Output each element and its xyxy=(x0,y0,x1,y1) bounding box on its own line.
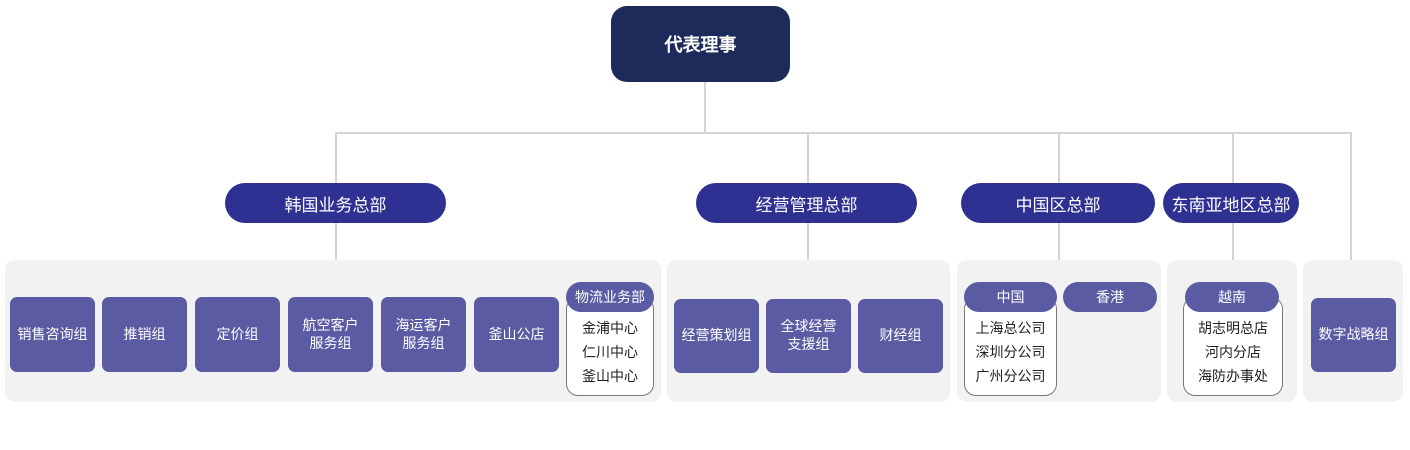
list-item: 广州分公司 xyxy=(975,369,1046,385)
unit-business-planning: 经营策划组 xyxy=(674,299,759,373)
subdivision-china-label: 中国 xyxy=(996,290,1025,306)
unit-sea-customer-service: 海运客户 服务组 xyxy=(381,297,466,372)
unit-busan-store: 釜山公店 xyxy=(474,297,559,372)
division-sea-label: 东南亚地区总部 xyxy=(1171,195,1291,216)
list-item: 金浦中心 xyxy=(582,321,638,337)
connector-horizontal-bus xyxy=(335,132,1352,134)
unit-promotion: 推销组 xyxy=(102,297,187,372)
unit-label: 销售咨询组 xyxy=(17,326,88,343)
subdivision-logistics-label: 物流业务部 xyxy=(575,290,645,306)
list-item: 胡志明总店 xyxy=(1198,321,1268,337)
subdivision-vietnam-label: 越南 xyxy=(1218,290,1246,306)
subdivision-logistics: 物流业务部 xyxy=(566,282,654,312)
subdivision-hongkong: 香港 xyxy=(1063,282,1157,312)
unit-label: 推销组 xyxy=(123,326,166,343)
division-management: 经营管理总部 xyxy=(696,183,917,223)
unit-pricing: 定价组 xyxy=(195,297,280,372)
unit-label: 全球经营 支援组 xyxy=(780,319,837,353)
division-management-label: 经营管理总部 xyxy=(755,195,858,216)
unit-global-support: 全球经营 支援组 xyxy=(766,299,851,373)
unit-label: 数字战略组 xyxy=(1318,327,1389,343)
unit-digital-strategy: 数字战略组 xyxy=(1311,298,1396,372)
root-label: 代表理事 xyxy=(664,35,737,56)
subdivision-vietnam: 越南 xyxy=(1185,282,1279,312)
list-item: 深圳分公司 xyxy=(975,345,1046,361)
root-node: 代表理事 xyxy=(611,6,790,82)
unit-air-customer-service: 航空客户 服务组 xyxy=(288,297,373,372)
list-item: 上海总公司 xyxy=(975,321,1046,337)
unit-label: 经营策划组 xyxy=(681,328,752,344)
unit-label: 海运客户 服务组 xyxy=(395,317,452,352)
subdivision-china: 中国 xyxy=(964,282,1057,312)
list-vietnam: 胡志明总店 河内分店 海防办事处 xyxy=(1183,297,1283,396)
list-item: 釜山中心 xyxy=(582,369,638,385)
division-china-label: 中国区总部 xyxy=(1015,195,1101,216)
unit-finance: 财经组 xyxy=(858,299,943,373)
list-item: 仁川中心 xyxy=(582,345,638,361)
unit-label: 航空客户 服务组 xyxy=(302,317,359,352)
unit-label: 釜山公店 xyxy=(488,326,545,343)
list-logistics: 金浦中心 仁川中心 釜山中心 xyxy=(566,297,654,396)
unit-label: 定价组 xyxy=(216,326,259,343)
subdivision-hongkong-label: 香港 xyxy=(1096,290,1124,306)
connector-root-down xyxy=(704,82,706,134)
division-korea-label: 韩国业务总部 xyxy=(284,195,387,216)
list-item: 海防办事处 xyxy=(1198,369,1268,385)
division-china: 中国区总部 xyxy=(961,183,1155,223)
list-item: 河内分店 xyxy=(1205,345,1261,361)
connector-digital xyxy=(1350,132,1352,260)
unit-sales-consulting: 销售咨询组 xyxy=(10,297,95,372)
division-sea: 东南亚地区总部 xyxy=(1163,183,1299,223)
unit-label: 财经组 xyxy=(879,328,922,344)
division-korea: 韩国业务总部 xyxy=(225,183,446,223)
